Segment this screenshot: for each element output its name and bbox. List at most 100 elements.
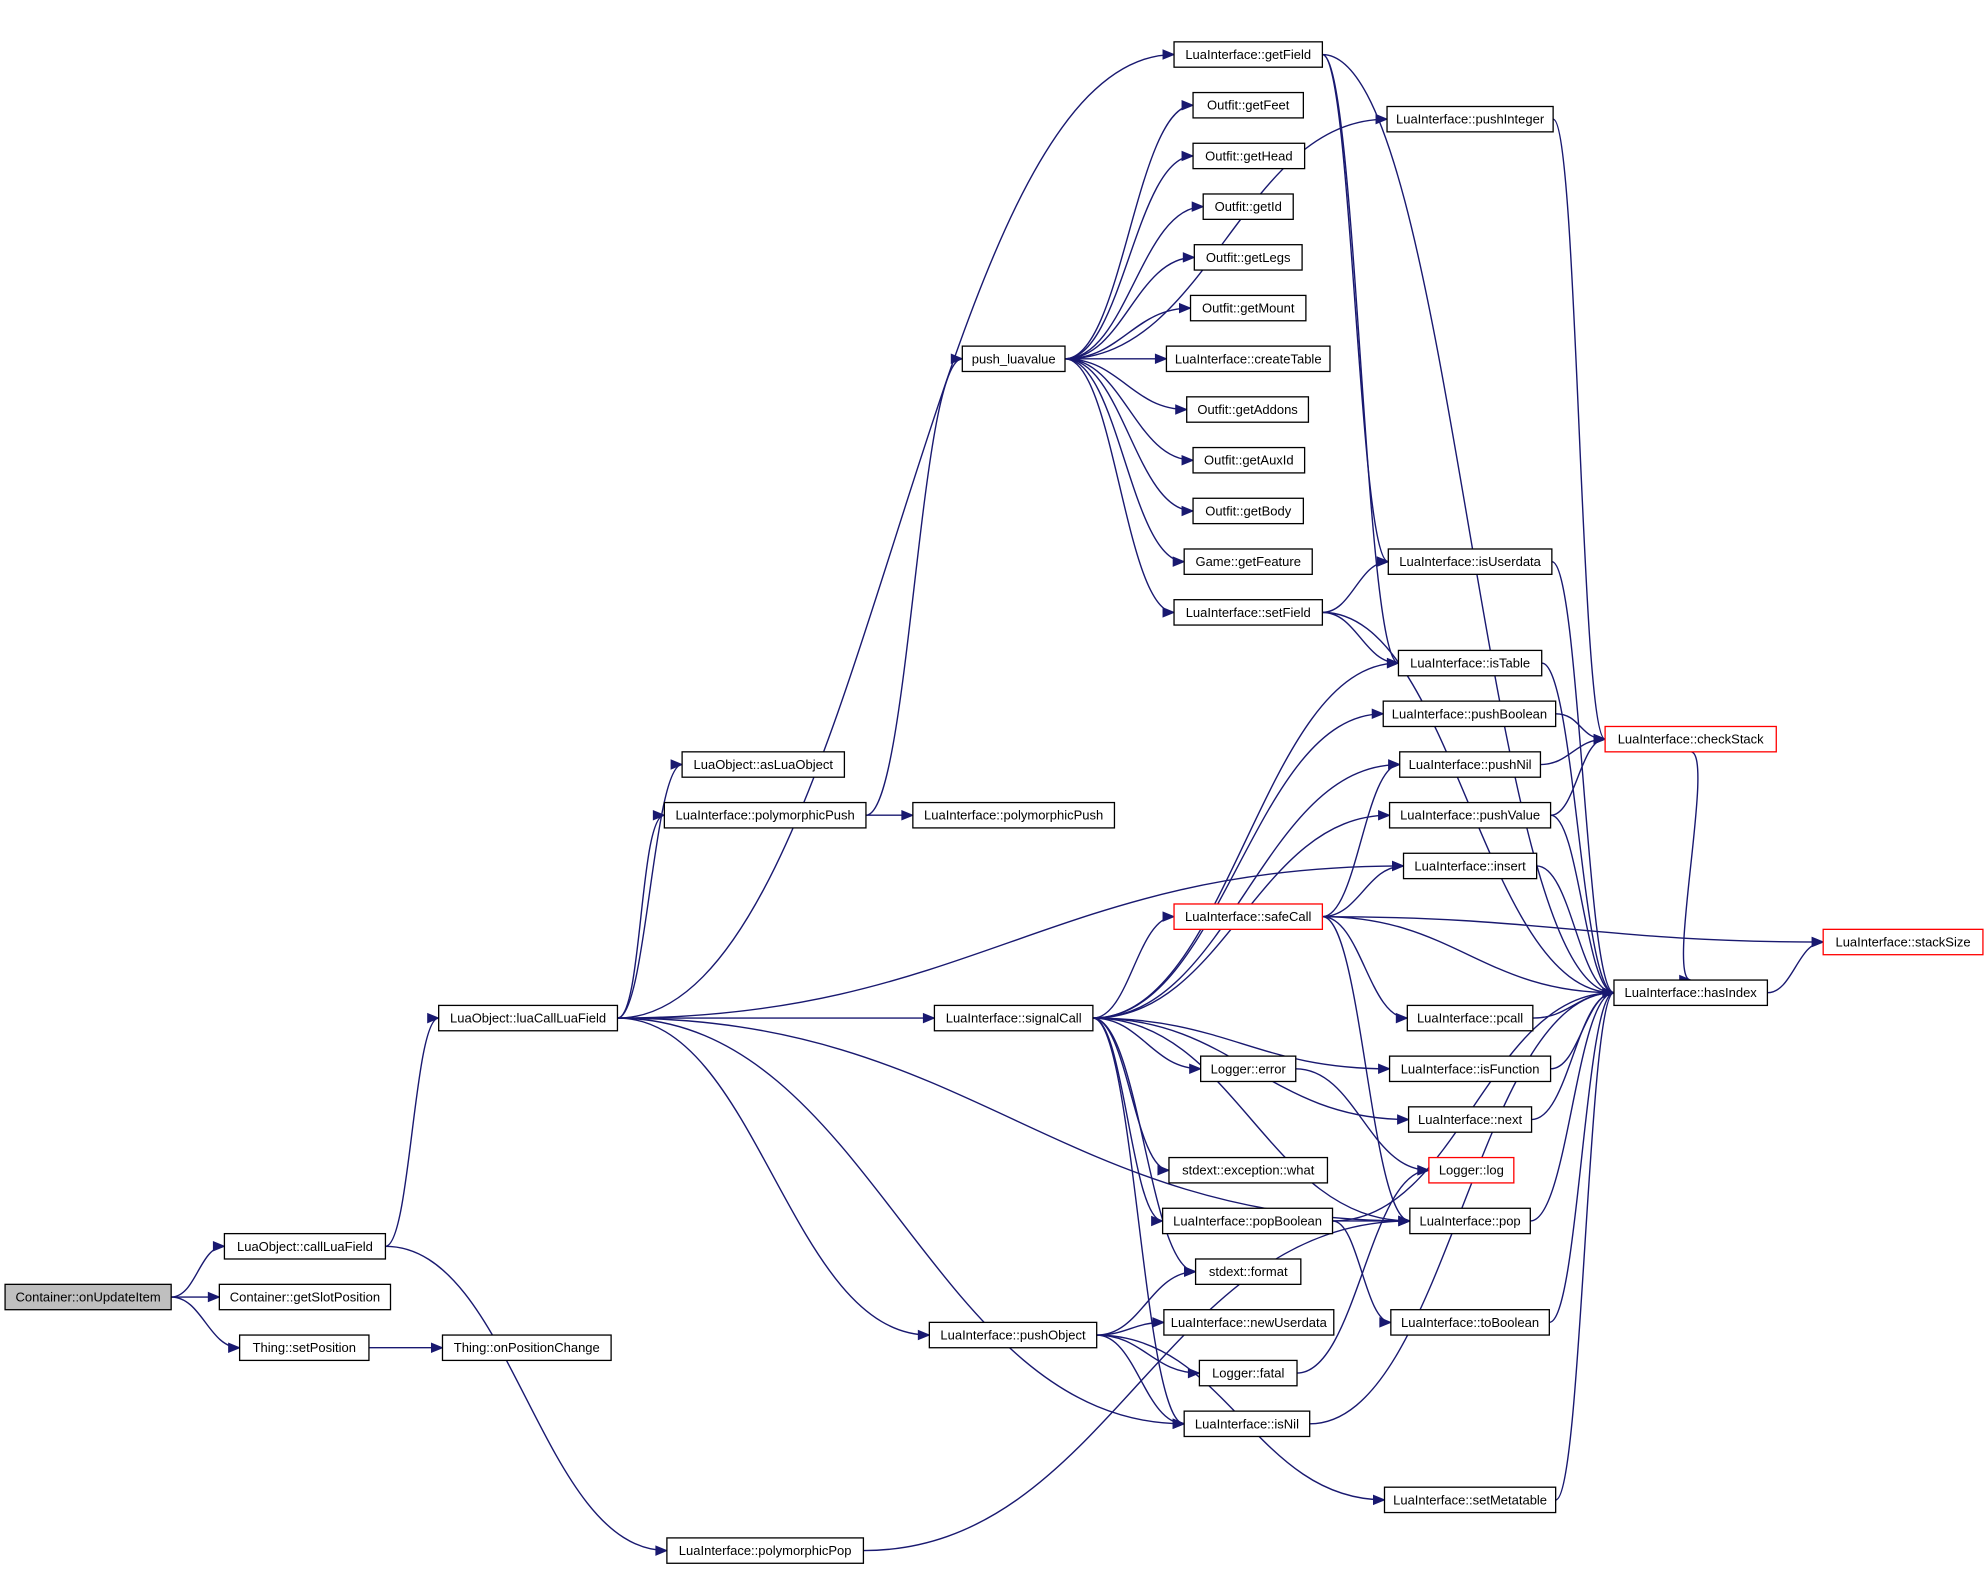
node-container-on-update-item[interactable]: Container::onUpdateItem — [4, 1283, 172, 1311]
node-outfit-get-legs[interactable]: Outfit::getLegs — [1193, 244, 1303, 271]
call-edge-container-on-update-item-to-lua-object-call-lua-field — [171, 1241, 226, 1298]
node-lua-interface-to-boolean[interactable]: LuaInterface::toBoolean — [1390, 1309, 1550, 1336]
call-edge-lua-object-lua-call-lua-field-to-lua-interface-signal-call — [617, 1012, 936, 1024]
node-label: LuaInterface::pushInteger — [1396, 112, 1545, 127]
call-edge-push-luavalue-to-outfit-get-addons — [1064, 358, 1189, 415]
node-lua-interface-pop-boolean[interactable]: LuaInterface::popBoolean — [1161, 1207, 1334, 1235]
node-lua-interface-polymorphic-push2[interactable]: LuaInterface::polymorphicPush — [912, 801, 1116, 829]
node-label: LuaInterface::isUserdata — [1399, 554, 1541, 569]
call-edge-lua-object-lua-call-lua-field-to-lua-object-as-lua-object — [617, 759, 684, 1019]
edge-line — [1092, 1017, 1185, 1425]
node-box — [1406, 1004, 1534, 1032]
node-lua-interface-insert[interactable]: LuaInterface::insert — [1402, 852, 1538, 880]
node-lua-interface-pcall[interactable]: LuaInterface::pcall — [1406, 1004, 1534, 1032]
arrowhead — [1162, 49, 1176, 60]
node-outfit-get-feet[interactable]: Outfit::getFeet — [1192, 91, 1305, 119]
node-label: stdext::format — [1209, 1264, 1288, 1279]
call-nodes: Container::onUpdateItem Container::getSlo… — [4, 41, 1984, 1564]
arrowhead — [1397, 1114, 1410, 1125]
node-outfit-get-addons[interactable]: Outfit::getAddons — [1186, 396, 1310, 423]
node-box — [1194, 1258, 1302, 1285]
node-box — [218, 1283, 392, 1311]
arrowhead — [207, 1291, 221, 1303]
node-lua-interface-push-boolean[interactable]: LuaInterface::pushBoolean — [1382, 700, 1557, 728]
node-outfit-get-head[interactable]: Outfit::getHead — [1192, 142, 1306, 170]
node-lua-interface-push-nil[interactable]: LuaInterface::pushNil — [1399, 751, 1542, 778]
call-edge-lua-interface-push-object-to-lua-interface-is-nil — [1096, 1334, 1186, 1430]
call-edge-lua-object-call-lua-field-to-lua-object-lua-call-lua-field — [385, 1012, 440, 1247]
node-logger-error[interactable]: Logger::error — [1200, 1055, 1297, 1083]
node-lua-interface-safe-call[interactable]: LuaInterface::safeCall — [1173, 903, 1324, 930]
node-lua-interface-create-table[interactable]: LuaInterface::createTable — [1165, 345, 1331, 373]
edge-line — [1064, 358, 1194, 512]
edge-line — [1092, 1017, 1410, 1222]
node-label: Game::getFeature — [1195, 554, 1301, 569]
node-lua-object-lua-call-lua-field[interactable]: LuaObject::luaCallLuaField — [438, 1004, 619, 1032]
call-edge-lua-interface-safe-call-to-lua-interface-push-nil — [1322, 759, 1402, 918]
node-outfit-get-mount[interactable]: Outfit::getMount — [1189, 294, 1307, 322]
node-container-get-slot-position[interactable]: Container::getSlotPosition — [218, 1283, 392, 1311]
node-label: Container::onUpdateItem — [15, 1290, 160, 1305]
node-label: Outfit::getMount — [1202, 301, 1295, 316]
node-outfit-get-body[interactable]: Outfit::getBody — [1192, 497, 1305, 525]
node-label: LuaInterface::hasIndex — [1625, 985, 1758, 1000]
edge-line — [1064, 256, 1195, 360]
node-label: Outfit::getBody — [1205, 503, 1291, 518]
node-lua-interface-get-field[interactable]: LuaInterface::getField — [1173, 41, 1324, 68]
node-label: LuaInterface::checkStack — [1618, 732, 1764, 747]
node-box — [1382, 700, 1557, 728]
node-thing-on-position-change[interactable]: Thing::onPositionChange — [441, 1334, 612, 1362]
node-outfit-get-id[interactable]: Outfit::getId — [1202, 193, 1294, 220]
arrowhead — [1184, 1266, 1197, 1277]
node-lua-interface-is-nil[interactable]: LuaInterface::isNil — [1183, 1410, 1311, 1438]
call-edge-push-luavalue-to-lua-interface-create-table — [1065, 353, 1168, 365]
node-lua-interface-polymorphic-push[interactable]: LuaInterface::polymorphicPush — [663, 801, 867, 829]
node-box — [1161, 1207, 1334, 1235]
node-label: LuaInterface::setField — [1186, 605, 1311, 620]
node-lua-object-as-lua-object[interactable]: LuaObject::asLuaObject — [681, 751, 846, 778]
node-outfit-get-aux-id[interactable]: Outfit::getAuxId — [1192, 446, 1306, 474]
node-lua-interface-new-userdata[interactable]: LuaInterface::newUserdata — [1163, 1309, 1335, 1336]
call-edge-lua-object-lua-call-lua-field-to-lua-interface-pop — [617, 1017, 1412, 1227]
node-game-get-feature[interactable]: Game::getFeature — [1183, 548, 1313, 575]
node-lua-interface-is-table[interactable]: LuaInterface::isTable — [1397, 649, 1543, 677]
node-lua-interface-signal-call[interactable]: LuaInterface::signalCall — [933, 1004, 1094, 1032]
node-stdext-format[interactable]: stdext::format — [1194, 1258, 1302, 1285]
call-edge-lua-interface-signal-call-to-logger-error — [1092, 1017, 1202, 1075]
node-lua-interface-polymorphic-pop[interactable]: LuaInterface::polymorphicPop — [666, 1537, 865, 1564]
node-lua-interface-set-field[interactable]: LuaInterface::setField — [1173, 599, 1324, 626]
edge-line — [171, 1245, 225, 1298]
node-lua-interface-next[interactable]: LuaInterface::next — [1407, 1106, 1533, 1133]
node-lua-interface-set-metatable[interactable]: LuaInterface::setMetatable — [1383, 1486, 1557, 1514]
node-lua-interface-is-userdata[interactable]: LuaInterface::isUserdata — [1387, 548, 1553, 575]
node-label: Logger::fatal — [1212, 1366, 1284, 1381]
node-logger-fatal[interactable]: Logger::fatal — [1198, 1359, 1298, 1387]
call-edge-container-on-update-item-to-thing-set-position — [171, 1296, 241, 1353]
node-label: LuaInterface::stackSize — [1835, 935, 1970, 950]
node-lua-interface-stack-size[interactable]: LuaInterface::stackSize — [1822, 928, 1984, 956]
node-lua-interface-push-integer[interactable]: LuaInterface::pushInteger — [1386, 105, 1554, 133]
edge-line — [1064, 104, 1194, 360]
edge-line — [617, 763, 683, 1019]
arrowhead — [1172, 1418, 1186, 1430]
call-edge-lua-interface-get-field-to-lua-interface-is-userdata — [1322, 53, 1390, 567]
node-push-luavalue[interactable]: push_luavalue — [961, 345, 1066, 373]
node-lua-interface-check-stack[interactable]: LuaInterface::checkStack — [1604, 725, 1777, 753]
node-lua-interface-is-function[interactable]: LuaInterface::isFunction — [1388, 1055, 1552, 1083]
node-box — [1173, 599, 1324, 626]
node-lua-interface-push-value[interactable]: LuaInterface::pushValue — [1388, 801, 1552, 829]
node-lua-interface-has-index[interactable]: LuaInterface::hasIndex — [1613, 979, 1769, 1007]
call-edge-push-luavalue-to-outfit-get-body — [1064, 358, 1195, 517]
node-lua-object-call-lua-field[interactable]: LuaObject::callLuaField — [223, 1232, 387, 1260]
node-lua-interface-push-object[interactable]: LuaInterface::pushObject — [928, 1321, 1098, 1349]
node-lua-interface-pop[interactable]: LuaInterface::pop — [1409, 1207, 1531, 1235]
node-thing-set-position[interactable]: Thing::setPosition — [238, 1334, 370, 1362]
node-label: LuaInterface::getField — [1185, 47, 1311, 62]
node-box — [1173, 41, 1324, 68]
node-label: Thing::onPositionChange — [454, 1340, 600, 1355]
node-logger-log[interactable]: Logger::log — [1428, 1156, 1515, 1184]
call-edge-lua-interface-push-value-to-lua-interface-check-stack — [1550, 733, 1607, 816]
call-edge-lua-object-lua-call-lua-field-to-lua-interface-insert — [617, 860, 1405, 1019]
node-stdext-exception-what[interactable]: stdext::exception::what — [1168, 1156, 1329, 1184]
node-box — [438, 1004, 619, 1032]
